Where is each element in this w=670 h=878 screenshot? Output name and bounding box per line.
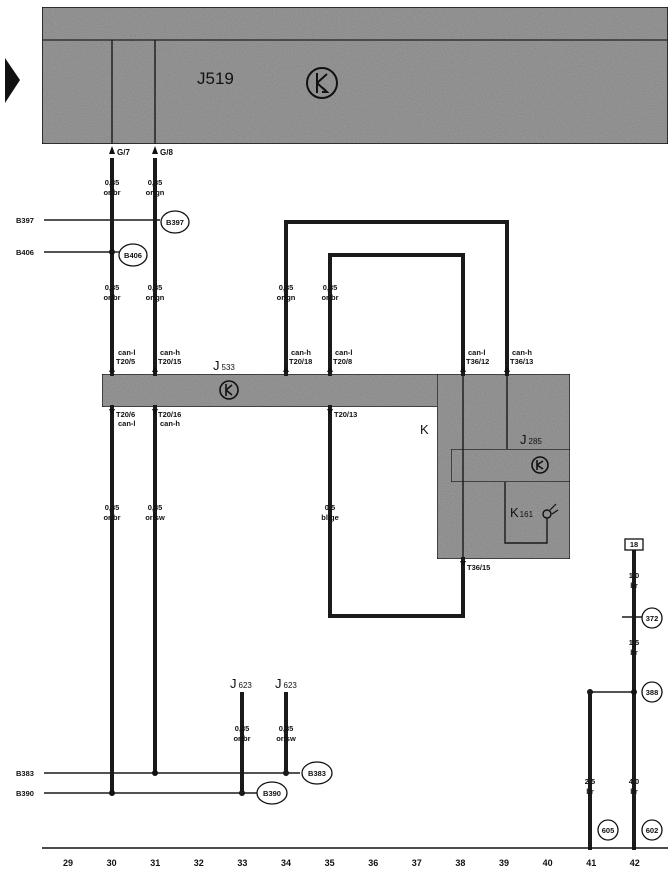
pin-canl-30: can-l <box>118 348 136 357</box>
wire-30c-color: or/br <box>103 513 120 522</box>
wire-36a-color: or/br <box>321 293 338 302</box>
pin-g8: G/8 <box>160 148 173 157</box>
wire-41-size: 2,5 <box>585 777 595 786</box>
c388-circle: 388 <box>646 688 659 697</box>
wire-33-size: 0,35 <box>235 724 250 733</box>
b397-left-label: B397 <box>16 216 34 225</box>
c605-circle: 605 <box>602 826 615 835</box>
b383-circle: B383 <box>308 769 326 778</box>
pin-t20-16: T20/16 <box>158 410 181 419</box>
wire-30b-size: 0,35 <box>105 283 120 292</box>
b390-left-label: B390 <box>16 789 34 798</box>
j519-transistor-icon <box>306 67 338 99</box>
pin-t20-18: T20/18 <box>289 357 312 366</box>
wires <box>42 40 668 850</box>
j533-transistor-icon <box>219 380 239 400</box>
wire-41-color: br <box>586 787 594 796</box>
wire-35a-size: 0,35 <box>279 283 294 292</box>
wire-42a-color: br <box>630 581 638 590</box>
b383-left-label: B383 <box>16 769 34 778</box>
pin-t36-15: T36/15 <box>467 563 490 572</box>
j285-module <box>450 448 571 483</box>
axis-number-37: 37 <box>412 858 422 868</box>
wire-30a-color: or/br <box>103 188 120 197</box>
wire-35b-size: 0,5 <box>325 503 335 512</box>
wire-30b-color: or/br <box>103 293 120 302</box>
wire-34-color: or/sw <box>276 734 296 743</box>
pin-canh-35: can-h <box>291 348 311 357</box>
b406-circle: B406 <box>124 251 142 260</box>
j519-module: J519 <box>41 6 669 145</box>
wire-31a-color: or/gn <box>146 188 165 197</box>
j519-label: J519 <box>197 69 234 88</box>
pin-t20-15: T20/15 <box>158 357 181 366</box>
axis-number-39: 39 <box>499 858 509 868</box>
column-axis: 29 30 31 32 33 34 35 36 37 38 39 40 41 42 <box>63 858 640 868</box>
wire-31c-color: or/sw <box>145 513 165 522</box>
wire-42c-size: 4,0 <box>629 777 639 786</box>
b390-circle: B390 <box>263 789 281 798</box>
axis-number-38: 38 <box>455 858 465 868</box>
wire-labels: 0,35 or/br 0,35 or/gn 0,35 or/br 0,35 or… <box>103 178 639 796</box>
wire-31c-size: 0,35 <box>148 503 163 512</box>
pin-canl-36: can-l <box>335 348 353 357</box>
page-arrow-icon <box>5 58 20 103</box>
axis-number-36: 36 <box>368 858 378 868</box>
axis-number-29: 29 <box>63 858 73 868</box>
axis-number-33: 33 <box>237 858 247 868</box>
pin-t36-13: T36/13 <box>510 357 533 366</box>
k-label: K <box>420 422 429 437</box>
c372-circle: 372 <box>646 614 659 623</box>
axis-number-40: 40 <box>543 858 553 868</box>
pin-t20-6: T20/6 <box>116 410 135 419</box>
b397-circle: B397 <box>166 218 184 227</box>
wire-30c-size: 0,35 <box>105 503 120 512</box>
axis-number-32: 32 <box>194 858 204 868</box>
pin-canh-39: can-h <box>512 348 532 357</box>
pin-canh-31b: can-h <box>160 419 180 428</box>
wire-34-size: 0,35 <box>279 724 294 733</box>
pin-canh-31: can-h <box>160 348 180 357</box>
pin-t36-12: T36/12 <box>466 357 489 366</box>
axis-number-42: 42 <box>630 858 640 868</box>
wire-42a-size: 1,0 <box>629 571 639 580</box>
pin-t20-5: T20/5 <box>116 357 135 366</box>
k161-label: K161 <box>510 505 534 520</box>
wire-42c-color: br <box>630 787 638 796</box>
pin-g7: G/7 <box>117 148 130 157</box>
pin-canl-38: can-l <box>468 348 486 357</box>
axis-number-35: 35 <box>325 858 335 868</box>
wire-36a-size: 0,35 <box>323 283 338 292</box>
b406-left-label: B406 <box>16 248 34 257</box>
wire-30a-size: 0,35 <box>105 178 120 187</box>
pin-t20-13: T20/13 <box>334 410 357 419</box>
axis-number-34: 34 <box>281 858 291 868</box>
wire-35b-color: bl/ge <box>321 513 339 522</box>
j285-transistor-icon <box>531 456 549 474</box>
axis-number-41: 41 <box>586 858 596 868</box>
wire-35a-color: or/gn <box>277 293 296 302</box>
wire-42b-color: br <box>630 648 638 657</box>
connectors: B397 B406 B383 B390 B397 B406 B383 B390 … <box>16 210 663 841</box>
wire-31b-size: 0,35 <box>148 283 163 292</box>
wire-42b-size: 1,5 <box>629 638 639 647</box>
axis-number-30: 30 <box>107 858 117 868</box>
wire-33-color: or/br <box>233 734 250 743</box>
axis-number-31: 31 <box>150 858 160 868</box>
c602-circle: 602 <box>646 826 659 835</box>
terminal-18-box: 18 <box>630 540 638 549</box>
pin-t20-8: T20/8 <box>333 357 352 366</box>
wire-31b-color: or/gn <box>146 293 165 302</box>
pin-canl-30b: can-l <box>118 419 136 428</box>
pin-labels: G/7 G/8 can-l T20/5 can-h T20/15 can-h T… <box>116 148 533 572</box>
wire-31a-size: 0,35 <box>148 178 163 187</box>
